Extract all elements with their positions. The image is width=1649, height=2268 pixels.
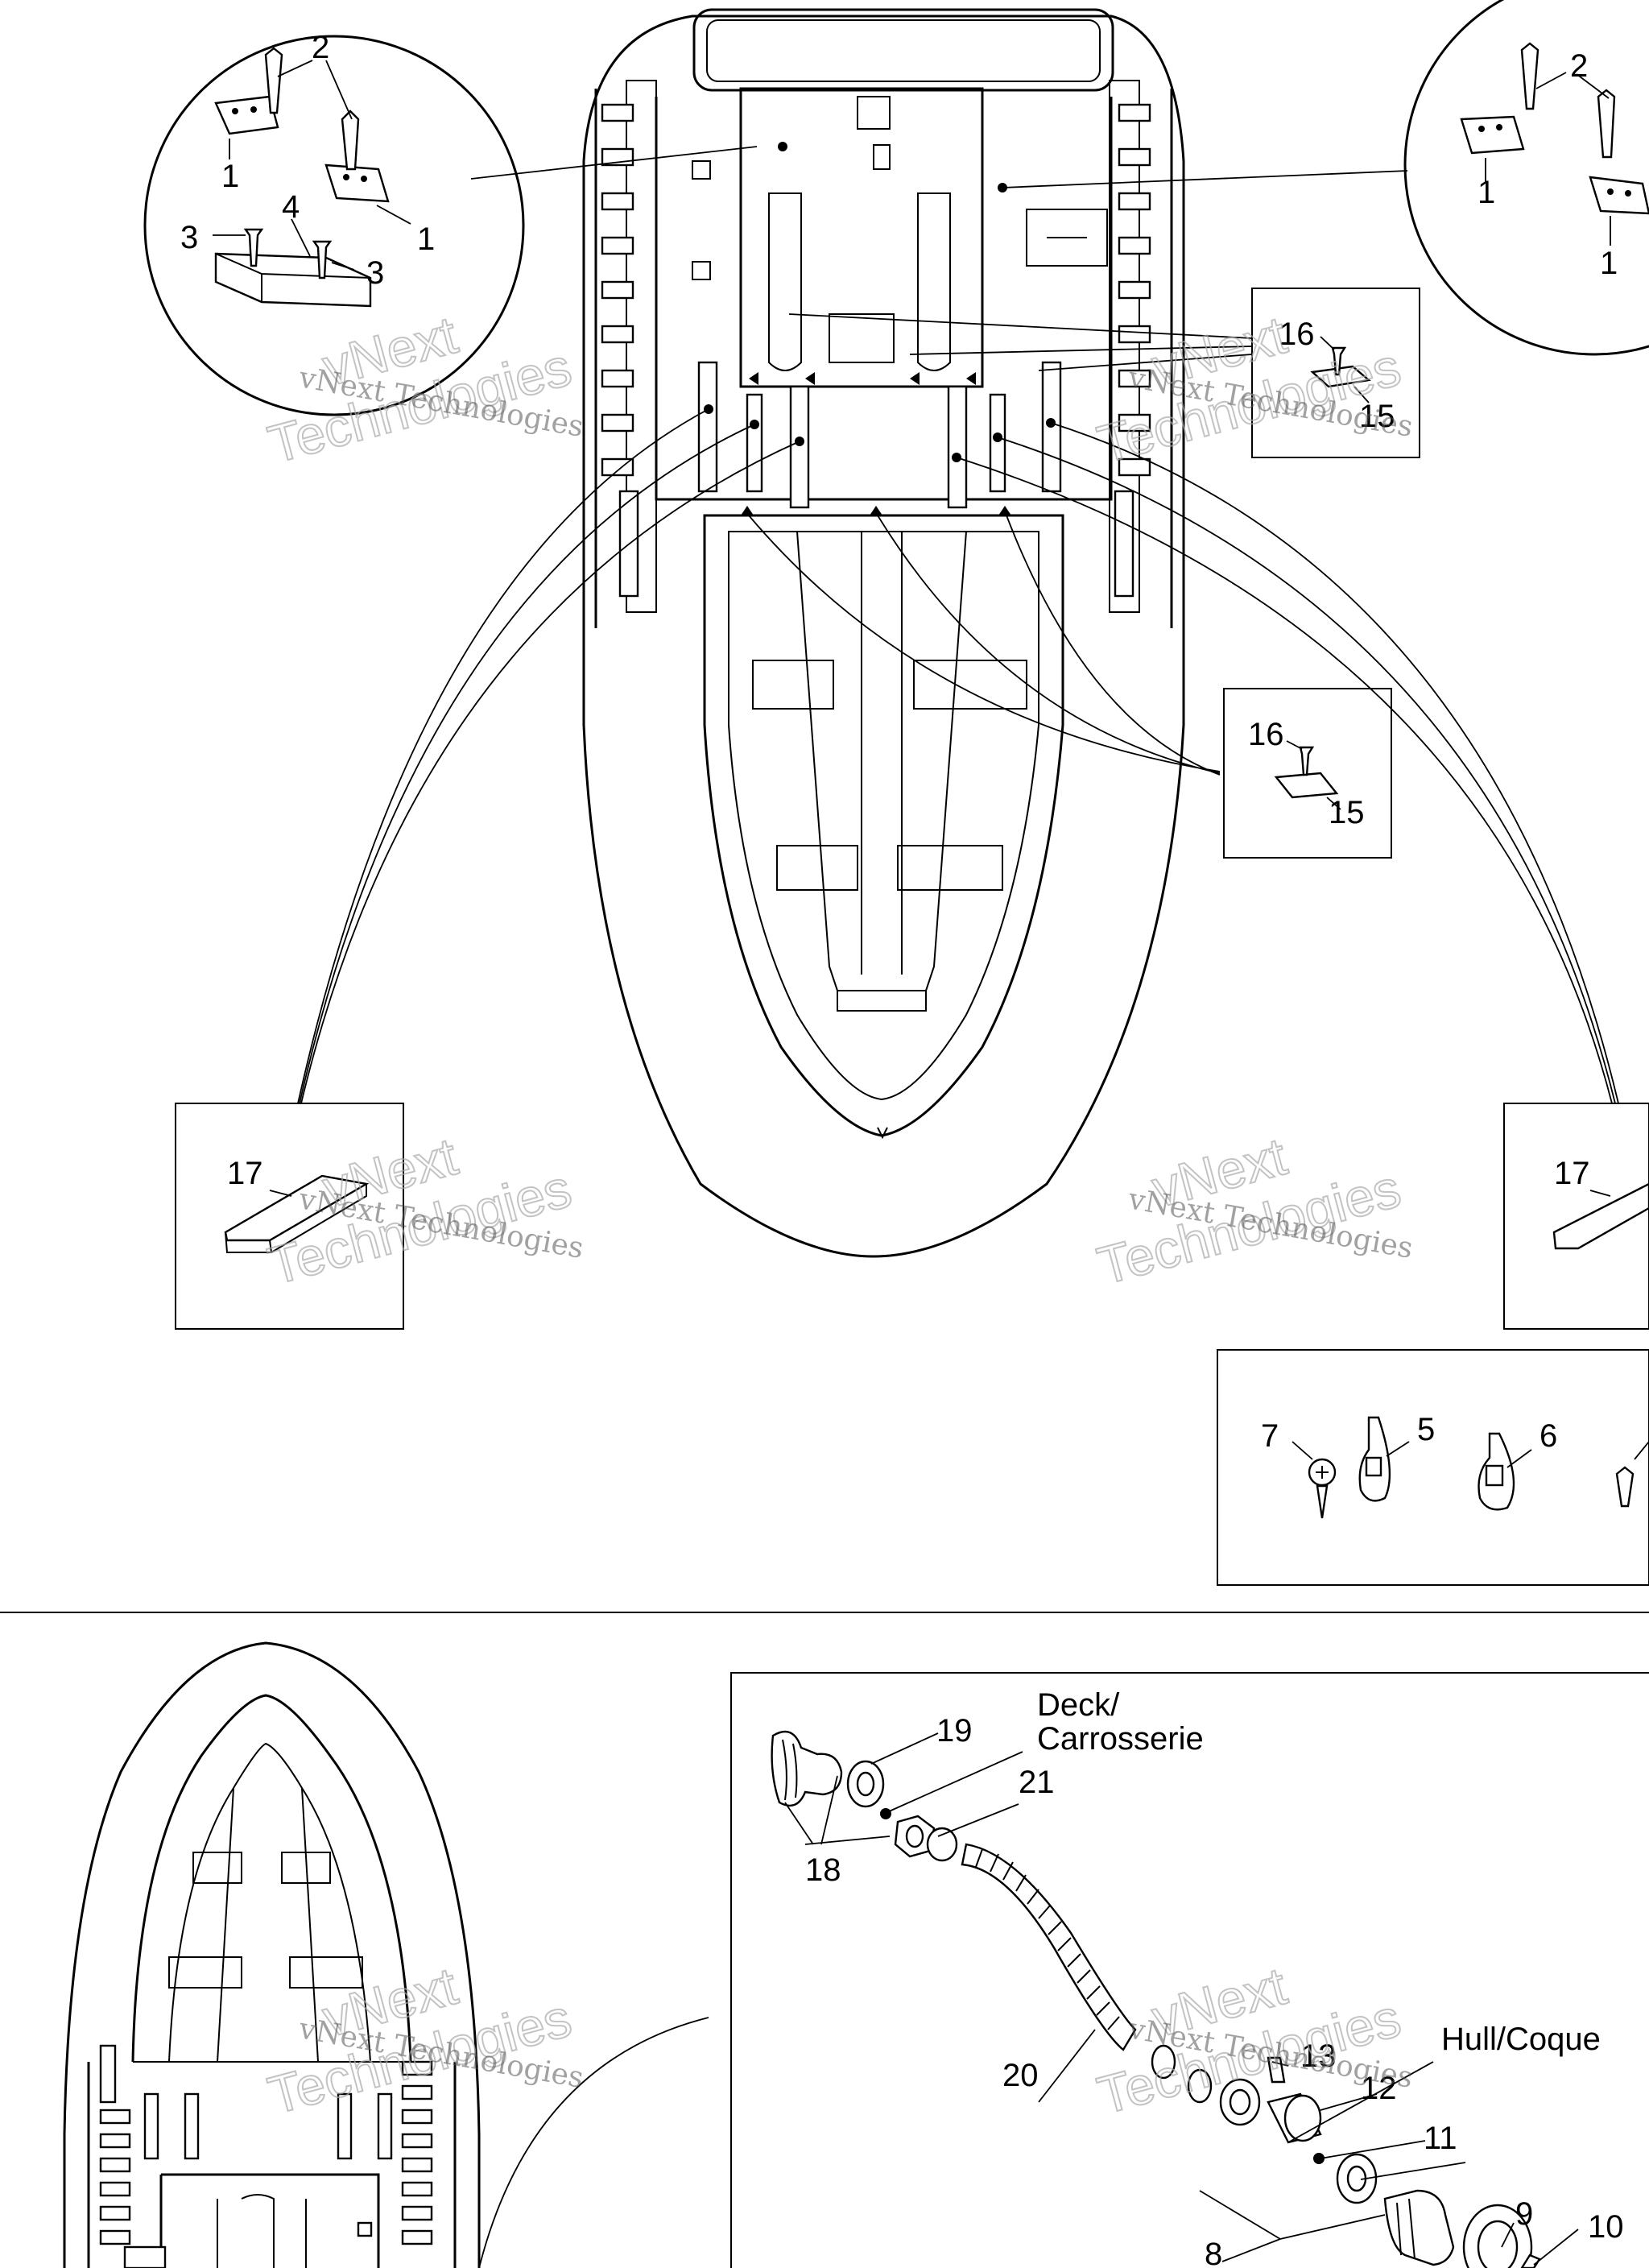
section-captions: Deck/ Carrosserie Hull/Coque <box>1037 1687 1601 2057</box>
callout-1: 1 <box>417 221 435 257</box>
watermark: vNext Technologies <box>1091 1125 1407 1297</box>
hull-top-view <box>582 8 1185 1258</box>
detail-box-hardware <box>1217 1349 1649 1586</box>
detail-circle-right <box>1403 0 1649 356</box>
callout-19: 19 <box>936 1713 973 1749</box>
callout-2: 2 <box>1570 48 1588 84</box>
callout-4: 4 <box>282 189 300 225</box>
callout-1: 1 <box>221 159 239 194</box>
callout-1: 1 <box>1600 246 1618 281</box>
callout-9: 9 <box>1515 2196 1533 2232</box>
detail-circle-left <box>143 35 525 416</box>
leader-lines-top <box>297 146 1619 1104</box>
callout-8: 8 <box>1205 2237 1222 2268</box>
callout-1: 1 <box>1477 175 1495 210</box>
callout-5: 5 <box>1417 1412 1435 1447</box>
callout-3: 3 <box>366 255 384 291</box>
callout-3: 3 <box>180 220 198 255</box>
callout-10: 10 <box>1588 2209 1624 2245</box>
callout-13: 13 <box>1300 2038 1337 2074</box>
callout-17: 17 <box>1554 1156 1590 1191</box>
watermark: vNext Technologies <box>262 304 578 475</box>
callout-7: 7 <box>1261 1418 1279 1454</box>
detail-box-17-right <box>1503 1103 1649 1330</box>
callout-6: 6 <box>1539 1418 1557 1454</box>
callout-15: 15 <box>1359 399 1395 434</box>
watermarks: vNext Technologies vNext Technologies vN… <box>262 304 1415 2126</box>
hull-bottom-view <box>63 1641 709 2268</box>
callout-21: 21 <box>1019 1765 1055 1800</box>
deck-caption: Deck/ <box>1037 1687 1120 1723</box>
callout-20: 20 <box>1002 2058 1039 2093</box>
callout-16: 16 <box>1248 717 1284 752</box>
deck-caption: Carrosserie <box>1037 1721 1204 1757</box>
detail-box-17-left <box>175 1103 404 1330</box>
callout-17: 17 <box>227 1156 263 1191</box>
callout-15: 15 <box>1329 795 1365 830</box>
callout-11: 11 <box>1424 2121 1457 2156</box>
detail-box-16-15-upper <box>1251 288 1420 458</box>
callout-18: 18 <box>805 1852 841 1888</box>
detail-box-16-15-lower <box>1223 688 1392 859</box>
detail-box-drain <box>730 1672 1649 2268</box>
callout-12: 12 <box>1361 2071 1397 2106</box>
callout-2: 2 <box>312 30 329 65</box>
callout-labels: 1 1 2 3 3 4 1 1 2 16 15 16 15 17 17 7 5 … <box>180 30 1624 2268</box>
callout-16: 16 <box>1279 317 1315 352</box>
hull-caption: Hull/Coque <box>1441 2022 1601 2057</box>
